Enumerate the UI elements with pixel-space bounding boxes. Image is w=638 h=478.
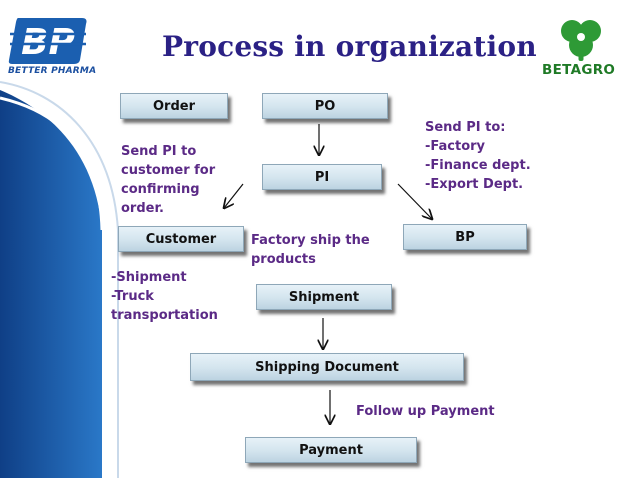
arrow-pi-to-bp	[397, 183, 432, 219]
note-follow-up-payment: Follow up Payment	[356, 404, 495, 419]
order-box: Order	[120, 93, 228, 119]
payment-box: Payment	[245, 437, 417, 463]
arrow-pi-to-customer	[224, 183, 244, 208]
note-send-pi-customer: Send PI to customer for confirming order…	[121, 144, 216, 216]
bp-logo-mark: BP	[21, 22, 75, 63]
better-pharma-caption: BETTER PHARMA	[8, 66, 97, 76]
shipment-box: Shipment	[256, 284, 392, 310]
note-send-pi-to: Send PI to: -Factory -Finance dept. -Exp…	[425, 120, 531, 192]
shipping-document-box: Shipping Document	[190, 353, 464, 381]
po-box: PO	[262, 93, 388, 119]
customer-box: Customer	[118, 226, 244, 252]
better-pharma-logo: BP	[8, 18, 87, 64]
bp-box: BP	[403, 224, 527, 250]
betagro-caption: BETAGRO	[542, 62, 616, 78]
note-factory-ship: Factory ship the products	[251, 233, 370, 267]
note-shipment-truck: -Shipment -Truck transportation	[111, 270, 218, 323]
betagro-logo-icon	[561, 20, 601, 61]
page-title: Process in organization	[162, 30, 537, 63]
pi-box: PI	[262, 164, 382, 190]
